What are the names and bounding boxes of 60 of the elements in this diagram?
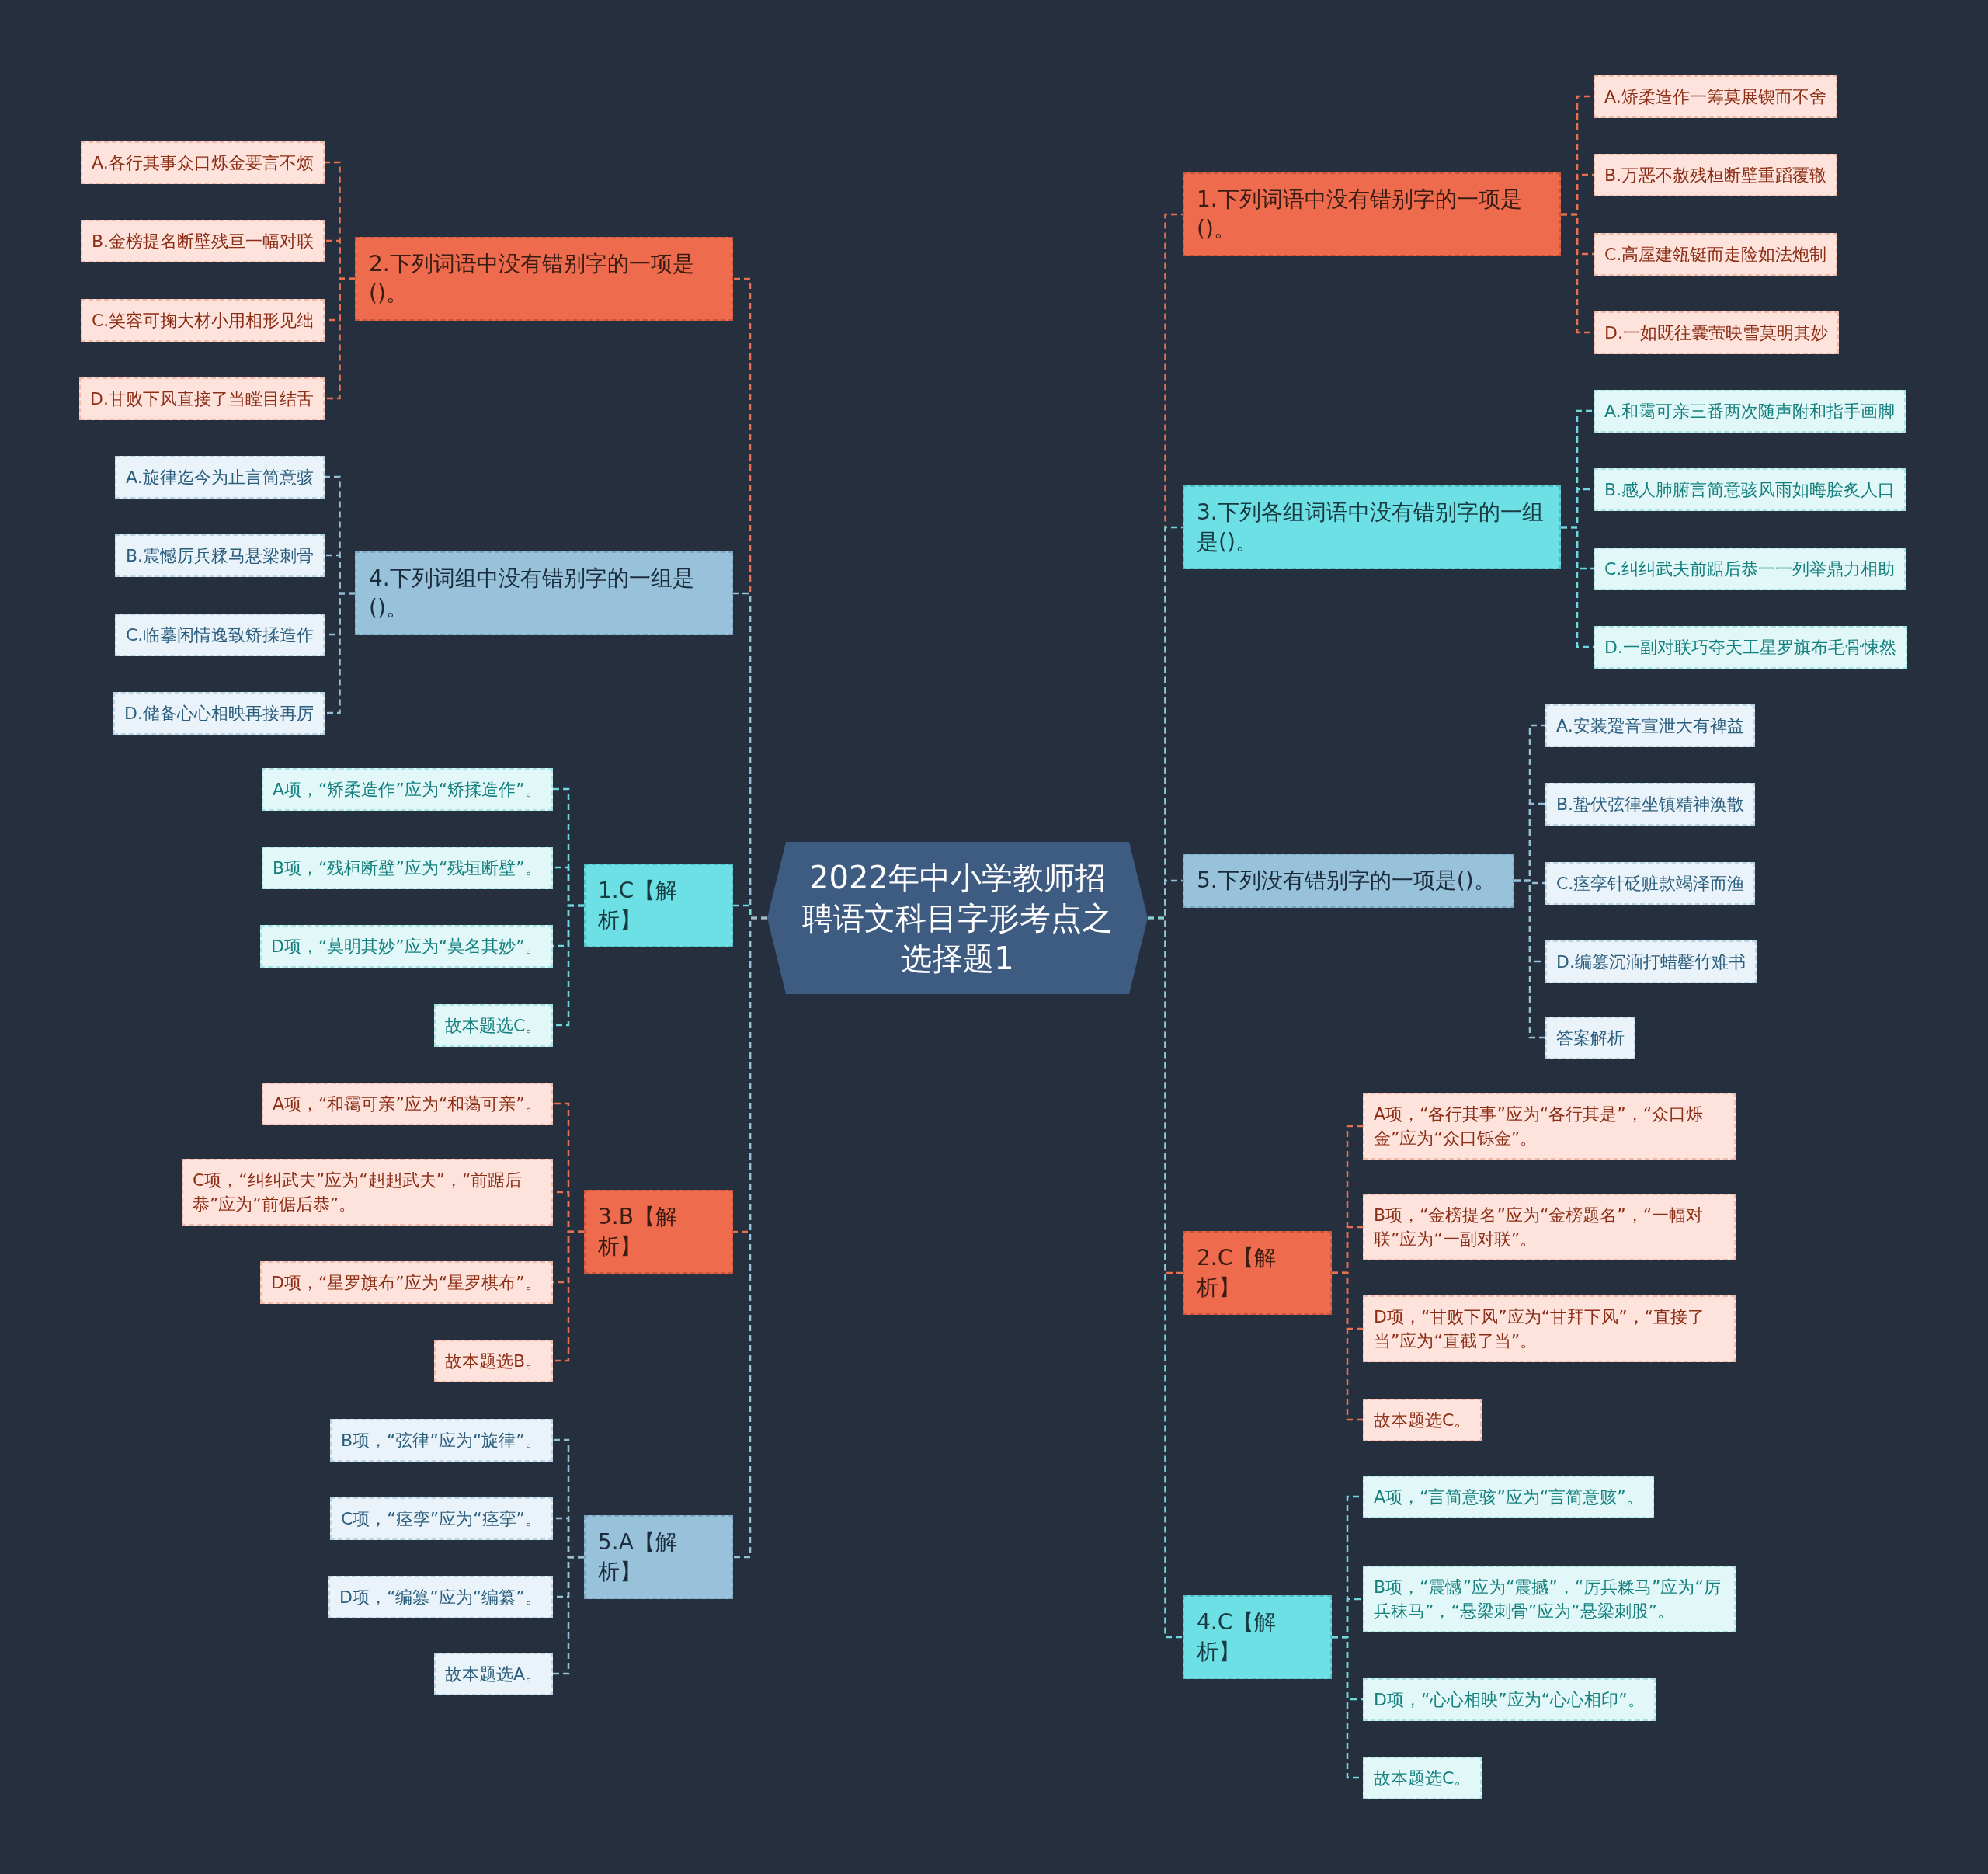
topic-box: 1.C【解析】 (584, 864, 733, 947)
topic-box: 3.B【解析】 (584, 1190, 733, 1274)
topic-box: 5.A【解析】 (584, 1515, 733, 1599)
subtopic-box: C.临摹闲情逸致矫揉造作 (115, 613, 325, 656)
connector-line (553, 1230, 584, 1362)
subtopic-box: B项，“震憾”应为“震撼”，“厉兵糅马”应为“厉兵秣马”，“悬梁刺骨”应为“悬梁刺股”。 (1363, 1566, 1736, 1632)
subtopic-box: D项，“莫明其妙”应为“莫名其妙”。 (260, 924, 553, 968)
subtopic-box: A项，“和霭可亲”应为“和蔼可亲”。 (262, 1082, 553, 1125)
subtopic-box: D.甘败下风直接了当瞠目结舌 (79, 377, 325, 420)
subtopic-box: C项，“痉孪”应为“痉挛”。 (330, 1497, 553, 1540)
subtopic-box: B.金榜提名断壁残亘一幅对联 (81, 219, 325, 262)
subtopic-box: 故本题选A。 (434, 1652, 554, 1695)
subtopic-box: A项，“言简意骇”应为“言简意赅”。 (1363, 1475, 1654, 1518)
subtopic-box: D项，“星罗旗布”应为“星罗棋布”。 (260, 1260, 553, 1304)
subtopic-box: A.矫柔造作一筹莫展锲而不舍 (1594, 75, 1837, 118)
subtopic-box: B.感人肺腑言简意骇风雨如晦脍炙人口 (1594, 468, 1906, 511)
subtopic-box: C.高屋建瓴铤而走险如法炮制 (1594, 232, 1838, 276)
subtopic-box: C项，“纠纠武夫”应为“赳赳武夫”，“前踞后恭”应为“前倨后恭”。 (182, 1159, 553, 1226)
subtopic-box: C.纠纠武夫前踞后恭一一列举鼎力相助 (1594, 547, 1906, 590)
topic-box: 2.下列词语中没有错别字的一项是()。 (355, 237, 733, 321)
topic-box: 5.下列没有错别字的一项是()。 (1183, 854, 1514, 908)
subtopic-box: 答案解析 (1545, 1016, 1635, 1059)
connector-line (1514, 879, 1545, 1039)
topic-box: 1.下列词语中没有错别字的一项是()。 (1183, 172, 1561, 256)
subtopic-box: B项，“弦律”应为“旋律”。 (330, 1418, 553, 1462)
subtopic-box: B项，“金榜提名”应为“金榜题名”，“一幅对联”应为“一副对联”。 (1363, 1194, 1736, 1260)
connector-line (325, 277, 355, 400)
topic-box: 2.C【解析】 (1183, 1231, 1332, 1315)
topic-box: 4.下列词组中没有错别字的一组是()。 (355, 551, 733, 635)
subtopic-box: D项，“编篡”应为“编纂”。 (328, 1575, 553, 1618)
subtopic-box: D.编篡沉湎打蜡罄竹难书 (1545, 940, 1757, 983)
connector-line (733, 916, 767, 1559)
subtopic-box: D项，“甘败下风”应为“甘拜下风”，“直接了当”应为“直截了当”。 (1363, 1295, 1736, 1362)
connector-line (1332, 1271, 1363, 1421)
topic-box: 3.下列各组词语中没有错别字的一组是()。 (1183, 485, 1561, 569)
subtopic-box: 故本题选C。 (1363, 1398, 1482, 1441)
connector-line (553, 1556, 584, 1675)
subtopic-box: 故本题选B。 (434, 1339, 554, 1382)
subtopic-box: A.各行其事众口烁金要言不烦 (81, 141, 325, 184)
subtopic-box: C.笑容可掬大材小用相形见绌 (81, 298, 325, 342)
subtopic-box: D.一如既往囊萤映雪莫明其妙 (1594, 311, 1839, 354)
subtopic-box: D项，“心心相映”应为“心心相印”。 (1363, 1678, 1656, 1721)
subtopic-box: B.震憾厉兵糅马悬梁刺骨 (115, 534, 325, 577)
subtopic-box: C.痉孪针砭赃款竭泽而渔 (1545, 861, 1756, 905)
topic-box: 4.C【解析】 (1183, 1595, 1332, 1679)
subtopic-box: B.蛰伏弦律坐镇精神涣散 (1545, 782, 1756, 826)
subtopic-box: 故本题选C。 (1363, 1756, 1482, 1799)
subtopic-box: D.储备心心相映再接再厉 (113, 691, 325, 735)
connector-line (325, 592, 355, 714)
subtopic-box: B项，“残桓断壁”应为“残垣断壁”。 (262, 846, 553, 889)
subtopic-box: A项，“各行其事”应为“各行其是”，“众口烁金”应为“众口铄金”。 (1363, 1093, 1736, 1160)
subtopic-box: 故本题选C。 (434, 1003, 554, 1047)
central-topic: 2022年中小学教师招聘语文科目字形考点之选择题1 (767, 842, 1148, 994)
subtopic-box: A.和霭可亲三番两次随声附和指手画脚 (1594, 389, 1906, 433)
subtopic-box: A.旋律迄今为止言简意骇 (115, 455, 325, 499)
subtopic-box: B.万恶不赦残桓断壁重蹈覆辙 (1594, 153, 1838, 196)
subtopic-box: A项，“矫柔造作”应为“矫揉造作”。 (262, 767, 553, 811)
subtopic-box: D.一副对联巧夺天工星罗旗布毛骨悚然 (1594, 625, 1907, 669)
connector-line (1148, 916, 1183, 1639)
subtopic-box: A.安装跫音宣泄大有裨益 (1545, 704, 1755, 747)
